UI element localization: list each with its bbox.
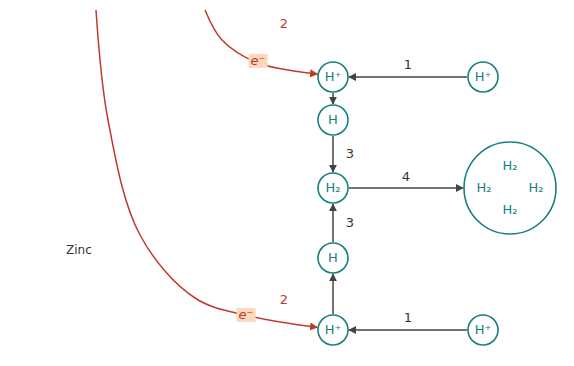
reaction-arrow — [349, 329, 467, 331]
electron-path — [96, 10, 317, 327]
reaction-arrow — [332, 274, 334, 314]
gas-bubble: H₂ H₂ H₂ H₂ — [463, 141, 557, 235]
ion-circle: H⁺ — [317, 314, 349, 346]
reaction-arrow — [349, 76, 467, 78]
reaction-arrow — [332, 93, 334, 104]
species-label: H⁺ — [325, 323, 342, 337]
reaction-arrow — [349, 187, 463, 189]
species-label: H⁺ — [475, 70, 492, 84]
step-number: 3 — [346, 216, 354, 230]
reaction-arrow — [332, 136, 334, 172]
step-number: 1 — [404, 311, 412, 325]
electron-label: e⁻ — [249, 54, 268, 68]
species-label: H₂ — [477, 181, 492, 195]
species-label: H⁺ — [475, 323, 492, 337]
ion-circle: H⁺ — [467, 314, 499, 346]
step-number: 2 — [280, 17, 288, 31]
species-label: H — [328, 113, 338, 127]
ion-circle: H⁺ — [467, 61, 499, 93]
metal-label: Zinc — [66, 244, 92, 257]
zinc-outline — [18, 4, 318, 366]
species-label: H₂ — [503, 203, 518, 217]
zinc-block: Zinc — [18, 4, 318, 366]
step-number: 1 — [404, 58, 412, 72]
ion-circle: H⁺ — [317, 61, 349, 93]
step-number: 2 — [280, 293, 288, 307]
step-number: 3 — [346, 147, 354, 161]
species-label: H₂ — [326, 181, 341, 195]
atom-circle: H — [317, 242, 349, 274]
molecule-circle: H₂ — [317, 172, 349, 204]
step-number: 4 — [402, 170, 410, 184]
species-label: H₂ — [503, 159, 518, 173]
electron-path — [205, 10, 317, 74]
atom-circle: H — [317, 104, 349, 136]
electron-label: e⁻ — [237, 308, 256, 322]
species-label: H⁺ — [325, 70, 342, 84]
reaction-arrow — [332, 204, 334, 242]
species-label: H₂ — [529, 181, 544, 195]
species-label: H — [328, 251, 338, 265]
